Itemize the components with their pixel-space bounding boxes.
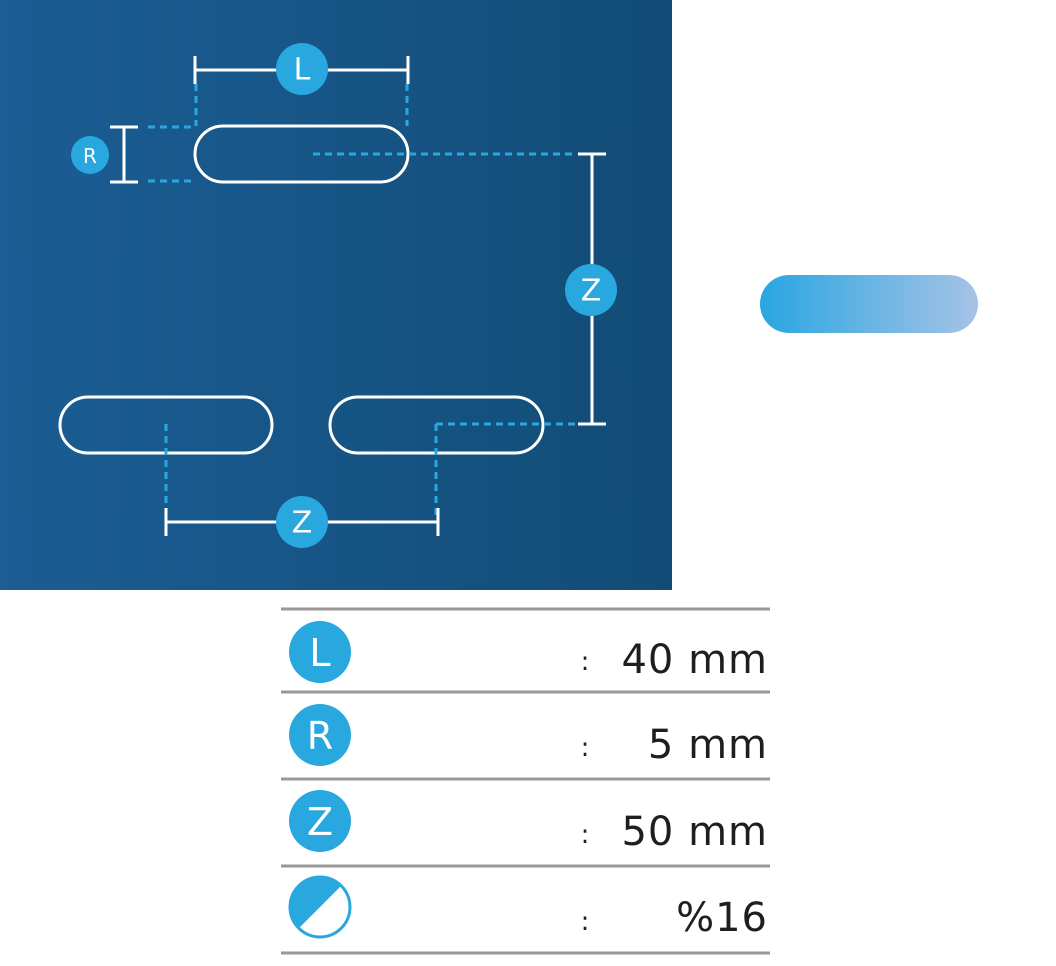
spec-row-z-colon: :	[581, 820, 590, 850]
spec-row-r-symbol: R	[307, 714, 333, 758]
spec-row-l-symbol: L	[309, 631, 330, 675]
z-badge-horizontal-label: Z	[292, 506, 313, 541]
dimension-r	[110, 125, 138, 184]
spec-row-r-colon: :	[581, 733, 590, 763]
spec-row-open-area-value: %16	[676, 895, 768, 941]
spec-row-l-colon: :	[581, 647, 590, 677]
spec-row-z-symbol: Z	[307, 800, 333, 844]
l-badge-label: L	[294, 53, 311, 88]
slot-top	[193, 124, 410, 184]
spec-row-l-value: 40 mm	[621, 637, 768, 683]
z-badge-vertical	[565, 264, 617, 316]
spec-row-z-value: 50 mm	[621, 809, 768, 855]
color-gradient-bar	[760, 275, 978, 333]
z-badge-vertical-label: Z	[581, 274, 602, 309]
z-badge-horizontal	[276, 496, 328, 548]
spec-table: L : 40 mm R : 5 mm Z : 50 mm : %16	[281, 607, 770, 955]
spec-row-z-icon	[289, 790, 351, 852]
open-area-icon	[288, 875, 352, 939]
spec-row-r-value: 5 mm	[648, 722, 768, 768]
spec-row-l-icon	[289, 621, 351, 683]
dashed-guides	[148, 84, 576, 516]
diagram-panel	[0, 0, 672, 590]
spec-row-open-area-colon: :	[581, 907, 590, 937]
r-badge-label: R	[83, 144, 97, 168]
r-badge	[71, 136, 109, 174]
l-badge	[276, 43, 328, 95]
spec-row-r-icon	[289, 704, 351, 766]
